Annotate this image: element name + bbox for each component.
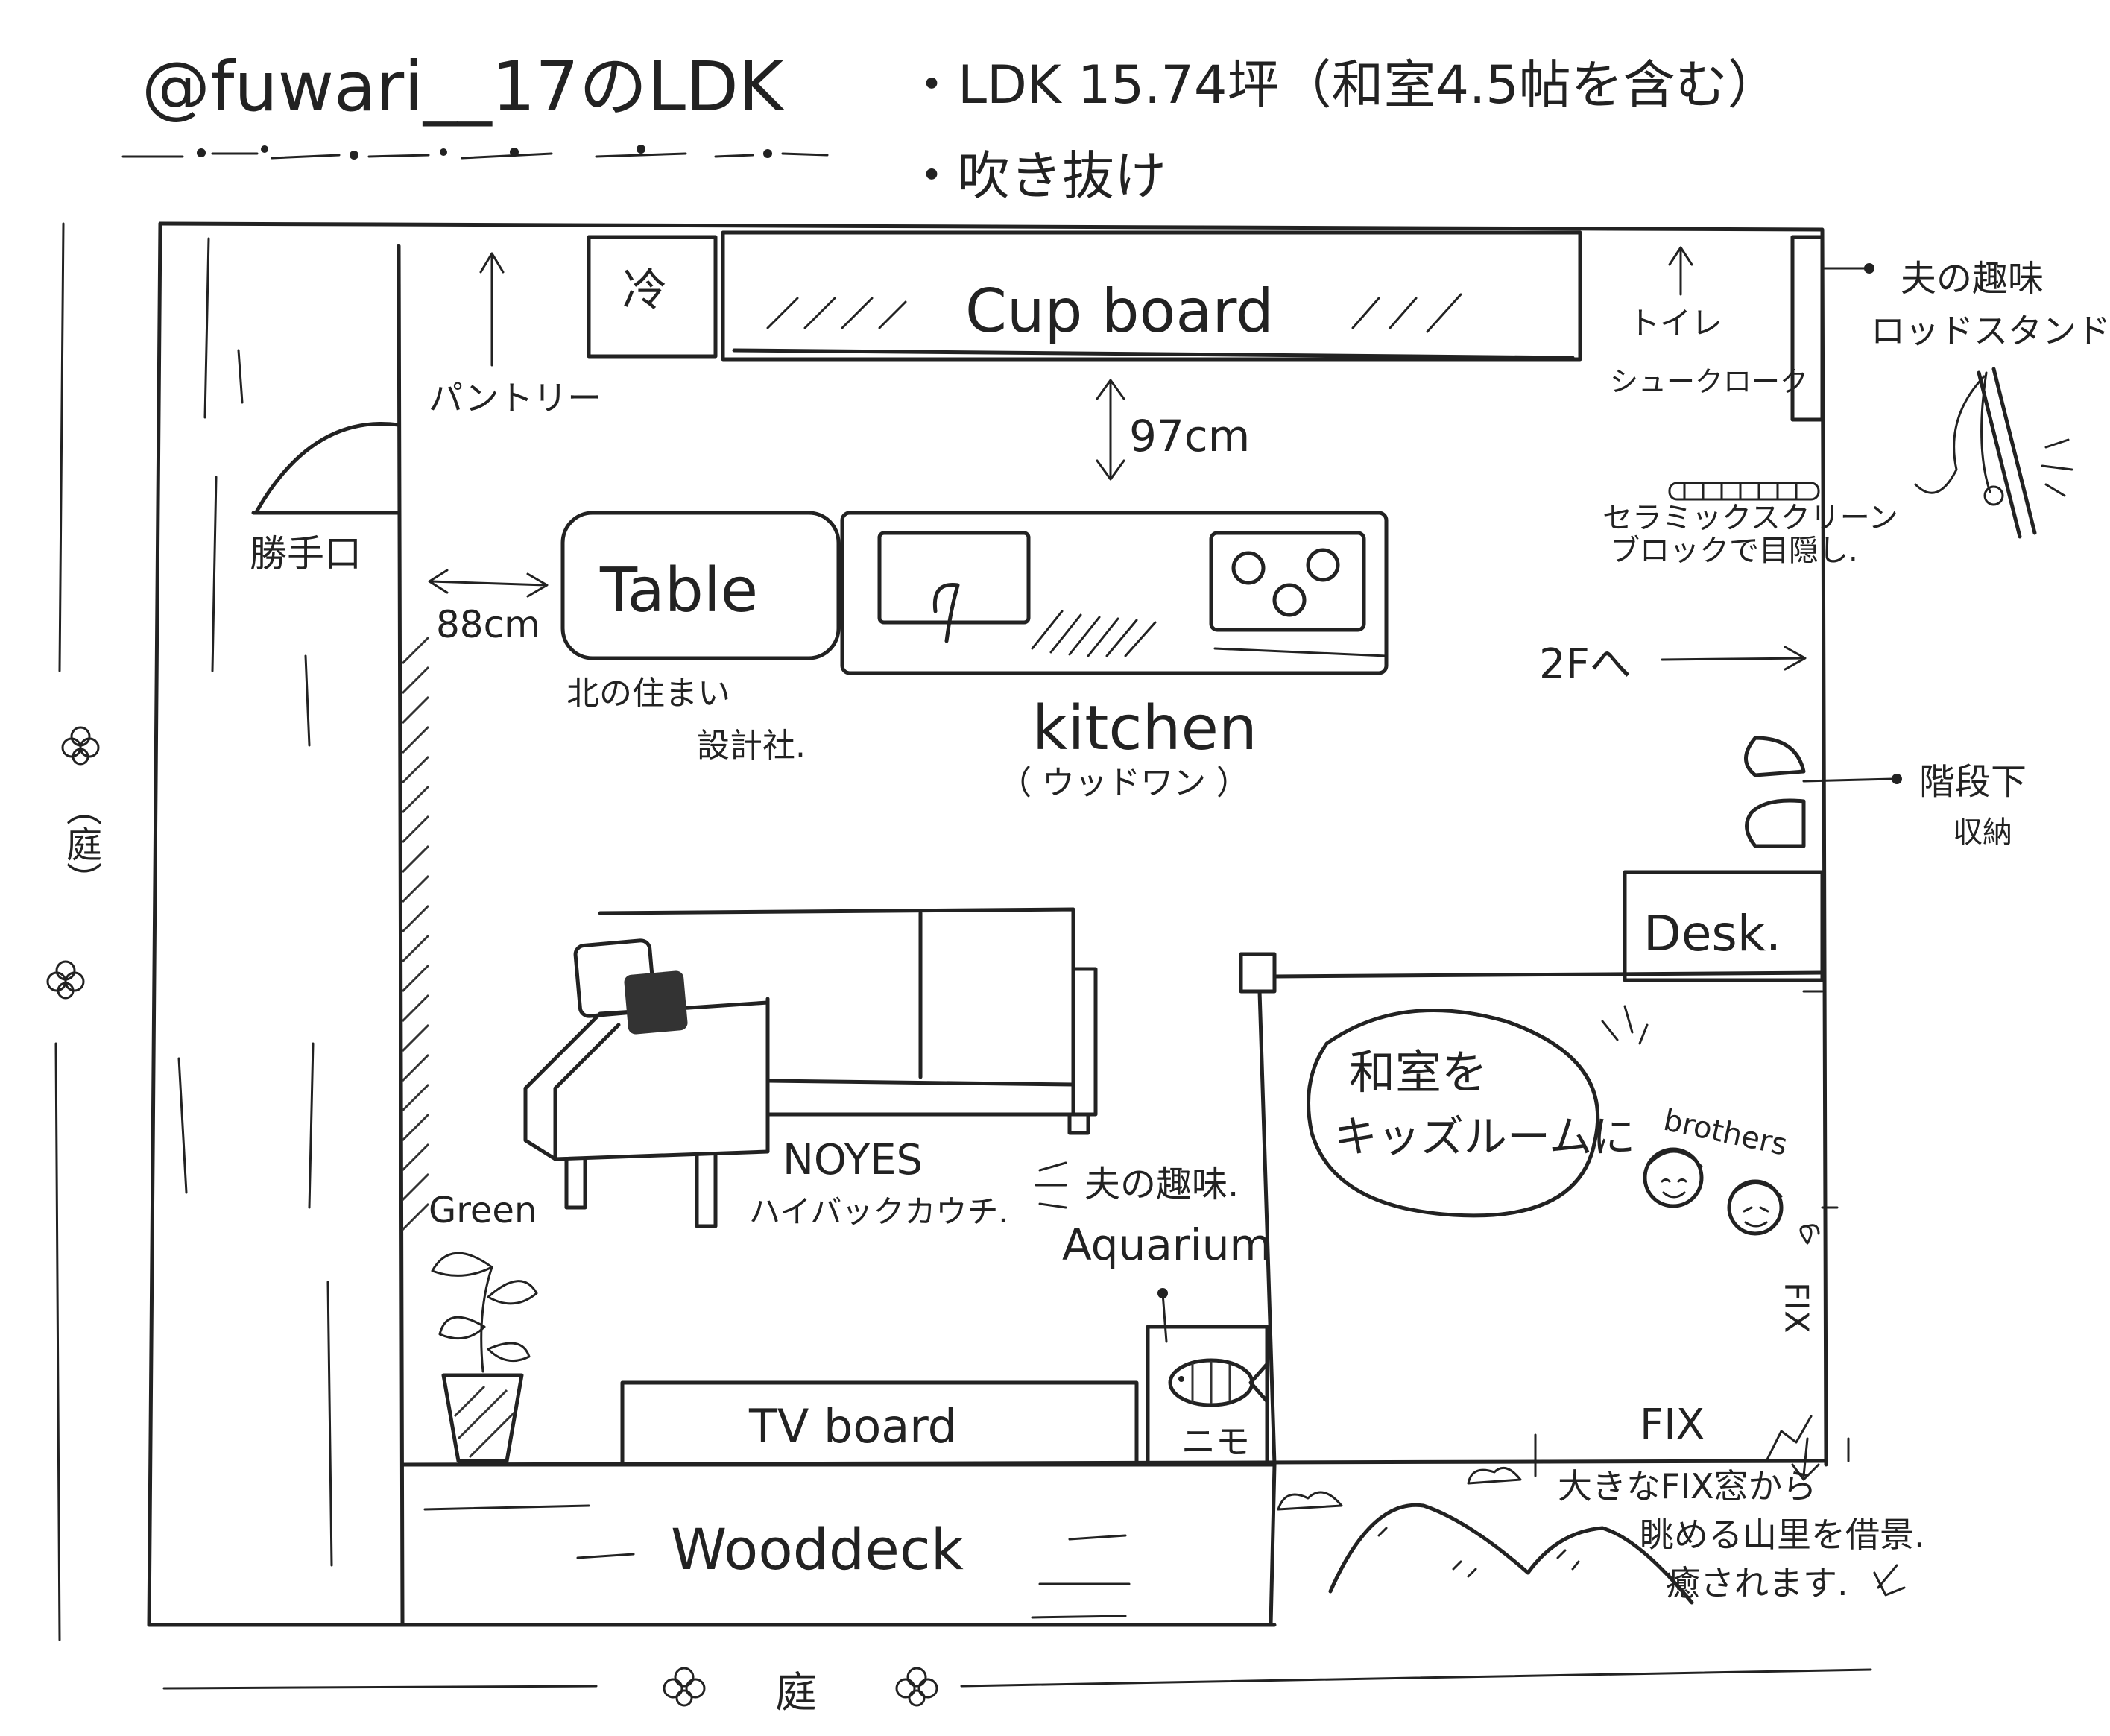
kitchen-gap-label: 97cm xyxy=(1129,411,1250,461)
washitsu-label-2: キッズルームに xyxy=(1334,1111,1635,1162)
cloud-icon xyxy=(1277,1491,1343,1511)
kitchen-label: kitchen xyxy=(1032,693,1257,764)
table-gap-dimension: 88cm xyxy=(428,569,549,646)
garden-bottom-label: 庭 xyxy=(775,1669,817,1717)
flower-icon-3 xyxy=(663,1667,706,1707)
under-stairs-label-2: 収納 xyxy=(1953,815,2012,850)
brother-face-2 xyxy=(1727,1179,1784,1236)
title-underline-dots xyxy=(197,145,772,160)
plan-title: @fuwari__17のLDK xyxy=(142,47,786,127)
faucet xyxy=(932,582,960,643)
rod-stand: 夫の趣味 ロッドスタンド xyxy=(1821,258,2110,539)
heart-icon xyxy=(1799,1224,1820,1245)
cupboard: Cup board xyxy=(721,230,1582,362)
table-label: Table xyxy=(599,555,758,626)
tv-board-label: TV board xyxy=(748,1399,957,1453)
kids-room-bubble xyxy=(1307,1008,1600,1218)
view-label-3: 癒されます. xyxy=(1666,1563,1848,1603)
fix-windows: FIX FIX xyxy=(1534,990,1850,1481)
plant-pot xyxy=(441,1373,524,1463)
back-door: 勝手口 xyxy=(250,422,401,575)
kitchen-gap-dimension: 97cm xyxy=(1096,379,1250,481)
green-label: Green xyxy=(429,1190,537,1231)
dining-table: Table 北の住まい 設計社. xyxy=(560,511,841,765)
plant: Green xyxy=(429,1190,538,1463)
aquarium-hobby-label: 夫の趣味. xyxy=(1084,1164,1239,1205)
washitsu-label-1: 和室を xyxy=(1349,1045,1488,1099)
fix-bottom-label: FIX xyxy=(1640,1401,1705,1449)
fix-side-label: FIX xyxy=(1778,1282,1816,1333)
kitchen-maker: （ ウッドワン ） xyxy=(999,764,1249,802)
hatched-wall xyxy=(401,636,430,1231)
aquarium-label: Aquarium xyxy=(1062,1219,1272,1270)
ceramic-screen-block: セラミックスクリーン ブロックで目隠し. xyxy=(1602,482,1898,568)
couch: NOYES ハイバックカウチ. xyxy=(523,907,1098,1230)
outer-walls xyxy=(147,221,1828,1627)
cloud-icon-2 xyxy=(1467,1466,1522,1485)
table-gap-label: 88cm xyxy=(436,603,540,646)
flower-icon-4 xyxy=(895,1667,938,1707)
title-underline xyxy=(121,152,829,160)
screen-block-label-1: セラミックスクリーン xyxy=(1602,501,1898,535)
desk-label: Desk. xyxy=(1643,905,1781,962)
stairs-area: 2Fへ 階段下 収納 xyxy=(1539,640,2027,850)
rod-stand-label-2: ロッドスタンド xyxy=(1871,311,2110,351)
washitsu: 和室を キッズルームに brothers xyxy=(1239,952,1825,1467)
fridge-label: 冷 xyxy=(622,265,667,317)
mountains xyxy=(1328,1503,1694,1605)
back-door-label: 勝手口 xyxy=(250,532,361,575)
shoe-cloak-label: シュークローク xyxy=(1610,365,1808,398)
stairs-arrow xyxy=(1661,646,1807,671)
under-stairs-label-1: 階段下 xyxy=(1919,761,2027,803)
rod-stand-icon xyxy=(1977,367,2037,539)
toilet-label: トイレ xyxy=(1629,305,1722,341)
flower-icon-2 xyxy=(46,960,85,1000)
fridge: 冷 xyxy=(587,235,718,359)
garden-left: （庭） xyxy=(46,222,101,1641)
sparkle-icon xyxy=(1873,1564,1906,1597)
wood-deck-label: Wooddeck xyxy=(671,1516,964,1582)
wood-deck: Wooddeck xyxy=(400,1462,1277,1627)
plant-leaves xyxy=(431,1252,538,1363)
cupboard-label: Cup board xyxy=(965,277,1274,346)
kitchen-island: kitchen （ ウッドワン ） xyxy=(840,511,1389,802)
aquarium: 夫の趣味. Aquarium ニモ xyxy=(1035,1161,1272,1467)
pantry: パントリー xyxy=(429,252,601,418)
tv-board: TV board xyxy=(620,1380,1139,1467)
cushion-dark xyxy=(624,970,688,1035)
garden-left-label: （庭） xyxy=(60,790,101,897)
screen-block-label-2: ブロックで目隠し. xyxy=(1610,534,1858,568)
flower-icon xyxy=(61,726,100,766)
rod-stand-label-1: 夫の趣味 xyxy=(1901,258,2044,300)
area-note: ・LDK 15.74坪（和室4.5帖を含む） xyxy=(906,54,1780,116)
stairs-up-label: 2Fへ xyxy=(1539,640,1632,689)
table-maker-1: 北の住まい xyxy=(566,675,730,713)
sofa-brand-label: NOYES xyxy=(783,1136,923,1184)
void-note: ・吹き抜け xyxy=(906,145,1166,206)
garden-bottom: 庭 xyxy=(162,1667,1872,1717)
pantry-label: パントリー xyxy=(429,378,601,418)
brothers-label: brothers xyxy=(1661,1103,1790,1163)
mountain-view: 大きなFIX窓から 眺める山里を借景. 癒されます. xyxy=(1277,1466,1925,1605)
nemo-label: ニモ xyxy=(1181,1421,1250,1462)
view-label-2: 眺める山里を借景. xyxy=(1640,1515,1925,1555)
brother-face-1 xyxy=(1643,1147,1704,1208)
stove xyxy=(1209,531,1366,632)
sink xyxy=(877,531,1031,625)
header: @fuwari__17のLDK ・LDK 15.74坪（和室4.5帖を含む） ・… xyxy=(121,47,1780,206)
view-label-1: 大きなFIX窓から xyxy=(1558,1466,1817,1506)
toilet-shoe-cloak: トイレ シュークローク xyxy=(1610,235,1825,422)
sofa-type-label: ハイバックカウチ. xyxy=(749,1193,1008,1230)
desk: Desk. xyxy=(1623,870,1825,982)
table-maker-2: 設計社. xyxy=(697,727,806,765)
